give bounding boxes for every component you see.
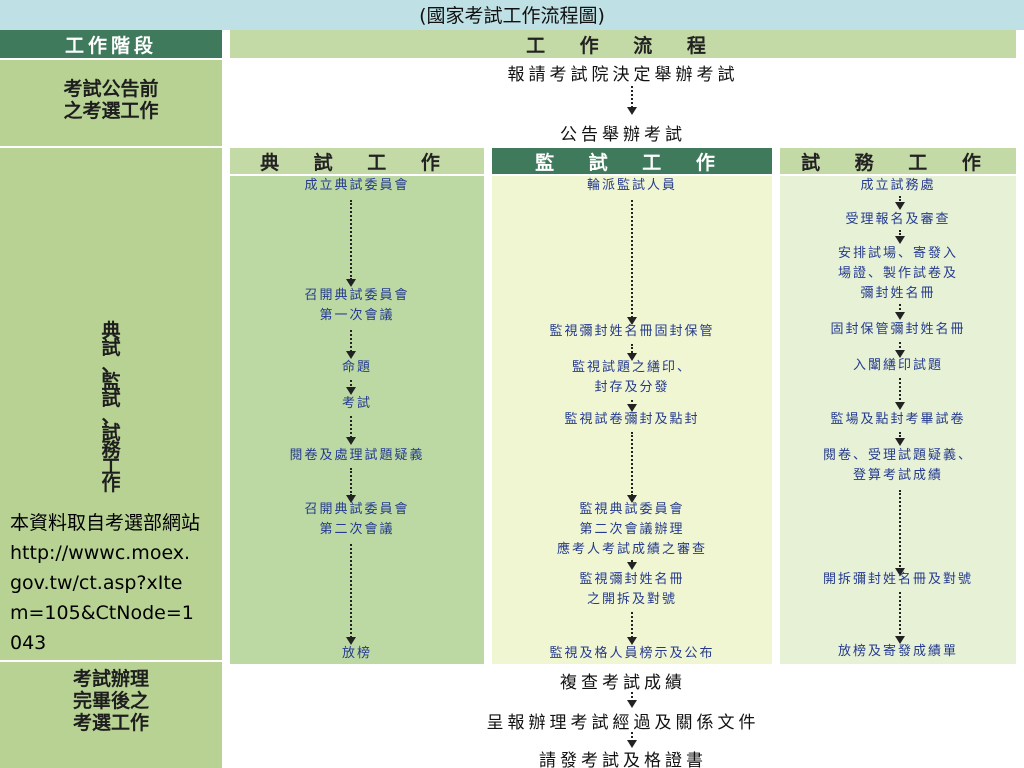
col3-step-5: 入闈繕印試題 <box>852 358 943 373</box>
col2-step-1: 輪派監試人員 <box>586 178 677 193</box>
arrow-line <box>631 344 633 356</box>
stage-main-label: 典 試 、 監 試 、 試 務 工 作 <box>101 320 121 495</box>
arrow-head <box>627 107 637 115</box>
col1-step-4: 考試 <box>341 396 372 411</box>
col1-step-7: 放榜 <box>341 646 372 661</box>
stage-header: 工作階段 <box>0 30 224 58</box>
arrow-head <box>627 317 637 325</box>
col3-step-4: 固封保管彌封姓名冊 <box>830 322 966 337</box>
bottom-step-2: 呈報辦理考試經過及關係文件 <box>486 713 760 733</box>
arrow-line <box>899 196 901 204</box>
arrow-line <box>899 304 901 314</box>
stage-main-box: 典 試 、 監 試 、 試 務 工 作 <box>0 148 224 660</box>
stage-pre-box: 考試公告前 之考選工作 <box>0 60 224 146</box>
arrow-line <box>631 732 633 742</box>
arrow-head <box>346 279 356 287</box>
arrow-head <box>627 740 637 748</box>
arrow-line <box>350 468 352 496</box>
arrow-line <box>899 490 901 570</box>
arrow-line <box>899 230 901 238</box>
arrow-head <box>895 438 905 446</box>
col2-step-4: 監視試卷彌封及點封 <box>564 412 700 427</box>
arrow-head <box>895 402 905 410</box>
arrow-head <box>346 387 356 395</box>
arrow-line <box>631 612 633 638</box>
arrow-head <box>895 568 905 576</box>
arrow-line <box>899 432 901 440</box>
top-step-2: 公告舉辦考試 <box>560 125 686 145</box>
flow-header: 工 作 流 程 <box>230 30 1016 58</box>
arrow-line <box>350 380 352 390</box>
col2-header: 監 試 工 作 <box>492 148 772 174</box>
arrow-head <box>627 353 637 361</box>
col1-step-3: 命題 <box>341 360 372 375</box>
col3-step-1: 成立試務處 <box>860 178 936 193</box>
arrow-line <box>631 432 633 496</box>
col1-step-1: 成立典試委員會 <box>304 178 410 193</box>
arrow-line <box>350 330 352 352</box>
arrow-head <box>895 236 905 244</box>
col2-step-7: 監視及格人員榜示及公布 <box>549 646 715 661</box>
col2-step-3: 監視試題之繕印、 封存及分發 <box>571 360 692 395</box>
top-step-1: 報請考試院決定舉辦考試 <box>507 65 739 85</box>
arrow-head <box>895 350 905 358</box>
col1-step-6: 召開典試委員會 第二次會議 <box>304 502 410 537</box>
arrow-line <box>899 378 901 404</box>
arrow-head <box>895 202 905 210</box>
col3-step-2: 受理報名及審查 <box>845 212 951 227</box>
page-title: (國家考試工作流程圖) <box>419 5 605 27</box>
arrow-line <box>350 544 352 638</box>
arrow-head <box>627 562 637 570</box>
col3-step-7: 閱卷、受理試題疑義、 登算考試成績 <box>822 448 973 483</box>
arrow-head <box>627 404 637 412</box>
stage-post-box: 考試辦理 完畢後之 考選工作 <box>0 662 224 768</box>
col3-step-9: 放榜及寄發成績單 <box>837 644 958 659</box>
col1-step-2: 召開典試委員會 第一次會議 <box>304 288 410 323</box>
stage-post-label: 考試辦理 完畢後之 考選工作 <box>72 668 149 734</box>
col3-body <box>780 176 1016 664</box>
arrow-line <box>631 86 633 108</box>
bottom-step-1: 複查考試成績 <box>560 673 686 693</box>
col3-step-3: 安排試場、寄發入 場證、製作試卷及 彌封姓名冊 <box>837 246 958 301</box>
arrow-head <box>627 495 637 503</box>
source-note: 本資料取自考選部網站 http://wwwc.moex.gov.tw/ct.as… <box>10 512 201 654</box>
arrow-head <box>895 312 905 320</box>
arrow-line <box>899 342 901 352</box>
arrow-head <box>895 636 905 644</box>
col1-header: 典 試 工 作 <box>230 148 484 174</box>
col3-step-6: 監場及點封考畢試卷 <box>830 412 966 427</box>
arrow-head <box>346 637 356 645</box>
flowchart: 工作階段 考試公告前 之考選工作 典 試 、 監 試 、 試 務 工 作 考試辦… <box>0 30 1024 768</box>
arrow-line <box>631 200 633 318</box>
arrow-line <box>350 416 352 438</box>
arrow-head <box>627 700 637 708</box>
arrow-head <box>346 437 356 445</box>
col1-body <box>230 176 484 664</box>
arrow-head <box>627 637 637 645</box>
col1-step-5: 閱卷及處理試題疑義 <box>289 448 425 463</box>
bottom-step-3: 請發考試及格證書 <box>539 751 707 768</box>
arrow-head <box>346 495 356 503</box>
arrow-head <box>346 351 356 359</box>
arrow-line <box>631 400 633 406</box>
col3-header: 試 務 工 作 <box>780 148 1016 174</box>
arrow-line <box>350 200 352 280</box>
arrow-line <box>631 692 633 702</box>
col2-step-5: 監視典試委員會 第二次會議辦理 應考人考試成績之審查 <box>556 502 707 557</box>
col2-step-6: 監視彌封姓名冊 之開拆及對號 <box>579 572 685 607</box>
col2-step-2: 監視彌封姓名冊固封保管 <box>549 324 715 339</box>
stage-pre-label: 考試公告前 之考選工作 <box>63 78 159 122</box>
col3-step-8: 開拆彌封姓名冊及對號 <box>822 572 973 587</box>
arrow-line <box>899 592 901 638</box>
